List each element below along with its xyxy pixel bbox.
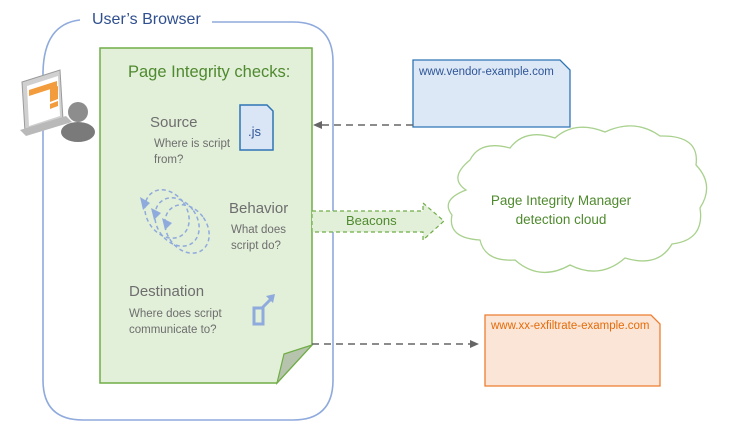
dashed-loop-arrows-icon — [144, 189, 210, 254]
loop-arrowheads — [140, 197, 172, 230]
vendor-arrowhead — [313, 121, 322, 129]
exfil-arrowhead — [470, 340, 479, 348]
page-fold — [275, 343, 314, 386]
vendor-box — [412, 59, 571, 128]
source-heading: Source — [150, 114, 198, 131]
detection-cloud — [447, 125, 708, 273]
behavior-description: What does script do? — [231, 224, 286, 252]
exfil-url: www.xx-exfiltrate-example.com — [491, 320, 650, 332]
panel-title: Page Integrity checks: — [128, 63, 291, 81]
js-file-label: .js — [248, 124, 261, 139]
destination-description: Where does script communicate to? — [129, 308, 222, 336]
destination-heading: Destination — [129, 283, 205, 300]
exfil-box — [484, 314, 661, 387]
browser-title: User’s Browser — [88, 11, 205, 29]
beacons-arrow — [311, 201, 445, 242]
behavior-heading: Behavior — [229, 200, 289, 217]
js-file-icon — [239, 104, 274, 151]
beacons-label: Beacons — [346, 213, 397, 228]
vendor-url: www.vendor-example.com — [419, 66, 554, 78]
user-computer-icon — [20, 69, 95, 142]
source-description: Where is script from? — [154, 138, 231, 166]
cloud-label: Page Integrity Manager detection cloud — [490, 193, 632, 227]
browser-frame — [42, 19, 334, 421]
